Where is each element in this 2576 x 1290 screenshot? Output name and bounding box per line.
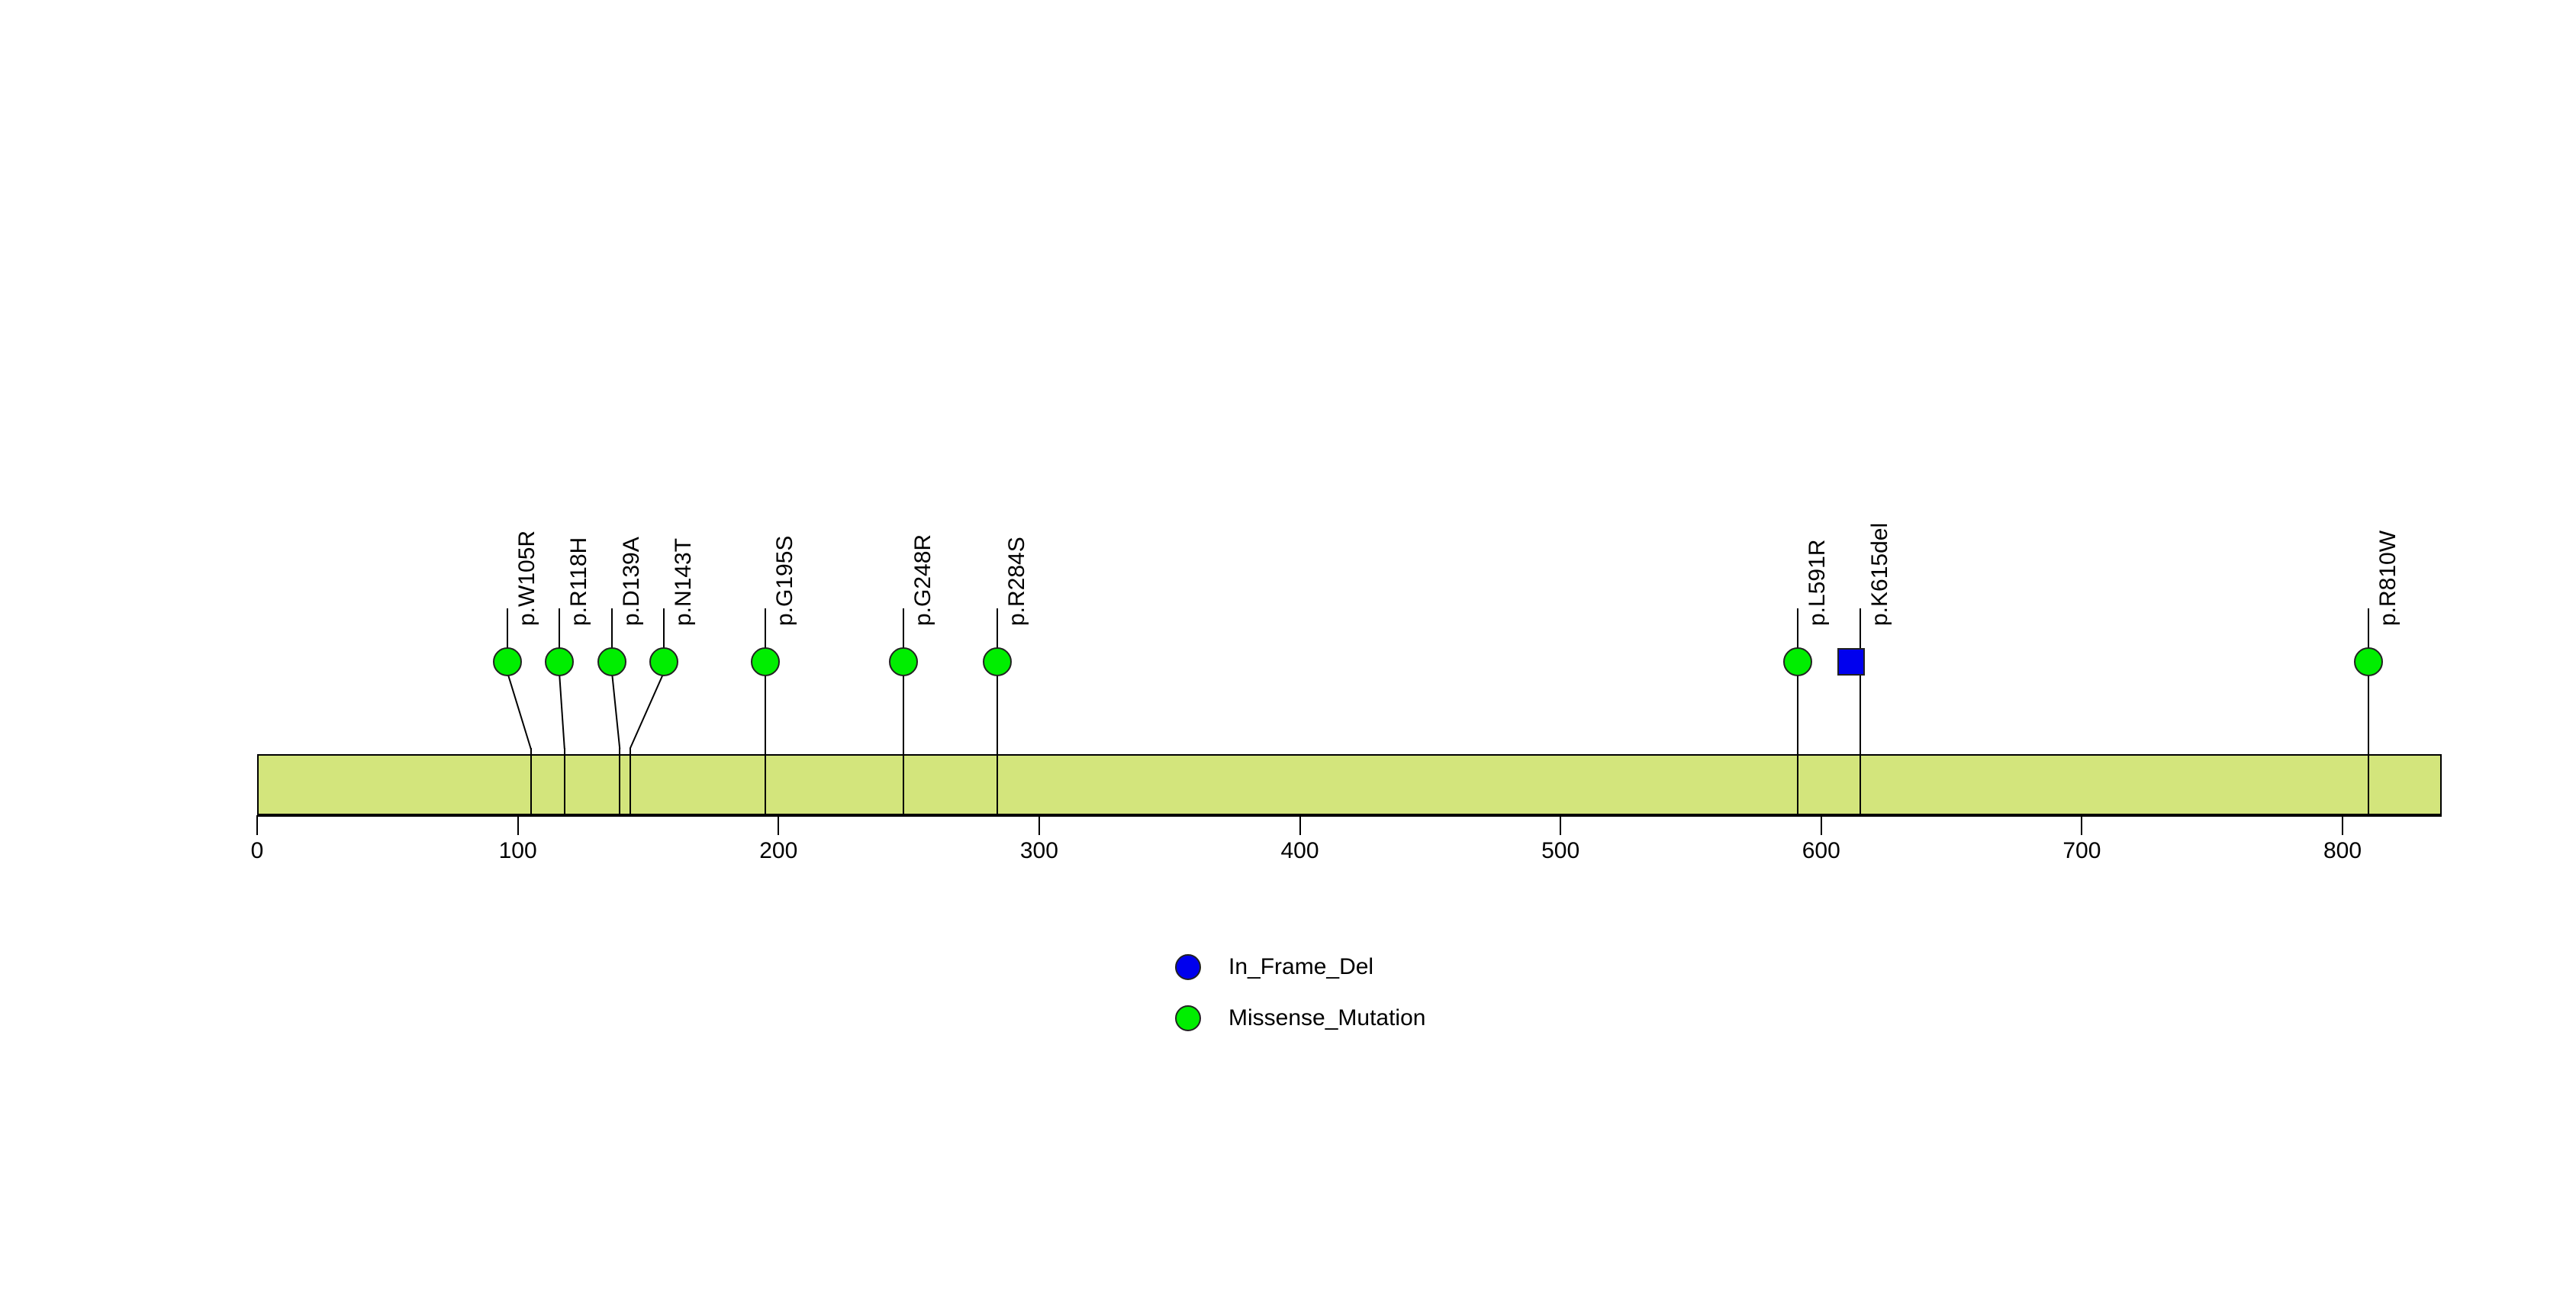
axis-tick [2081, 815, 2083, 835]
axis-tick-label: 0 [250, 838, 264, 863]
axis-tick [1299, 815, 1301, 835]
mutation-marker-pD139A[interactable] [597, 647, 626, 676]
mutation-marker-pR118H[interactable] [545, 647, 575, 676]
protein-backbone-bar[interactable] [257, 754, 2442, 815]
lollipop-stem-upper [610, 608, 613, 672]
mutation-marker-pR810W[interactable] [2354, 647, 2384, 676]
legend-swatch-icon [1175, 1005, 1201, 1031]
legend-swatch-icon [1175, 954, 1201, 980]
lollipop-stem-diagonal [629, 672, 665, 750]
axis-tick-label: 700 [2062, 838, 2101, 863]
mutation-marker-pR284S[interactable] [983, 647, 1013, 676]
axis-tick [778, 815, 780, 835]
axis-tick [2342, 815, 2344, 835]
lollipop-stem-upper [662, 608, 665, 672]
legend-label: In_Frame_Del [1228, 954, 1374, 979]
lollipop-stem-lower [618, 748, 620, 815]
mutation-label: p.D139A [618, 537, 644, 626]
lollipop-stem [903, 608, 905, 815]
lollipop-stem-upper [506, 608, 508, 672]
axis-tick-label: 600 [1802, 838, 1840, 863]
axis-tick [256, 815, 258, 835]
mutation-label: p.K615del [1867, 522, 1893, 626]
lollipop-stem-upper [559, 608, 561, 672]
lollipop-stem-lower [629, 748, 631, 815]
lollipop-stem-diagonal [506, 672, 532, 750]
mutation-marker-pK615del[interactable] [1837, 648, 1866, 676]
mutation-label: p.R118H [566, 537, 592, 626]
mutation-marker-pG248R[interactable] [889, 647, 919, 676]
mutation-marker-pG195S[interactable] [751, 647, 781, 676]
mutation-label: p.W105R [514, 530, 539, 626]
axis-tick-label: 800 [2323, 838, 2362, 863]
axis-tick-label: 300 [1019, 838, 1058, 863]
lollipop-stem [765, 608, 767, 815]
axis-tick [1038, 815, 1040, 835]
mutation-label: p.R810W [2375, 530, 2401, 626]
lollipop-stem [1797, 608, 1799, 815]
axis-tick-label: 200 [759, 838, 798, 863]
axis-baseline [257, 815, 2442, 817]
mutation-label: p.R284S [1004, 537, 1030, 626]
mutation-label: p.G195S [772, 535, 798, 626]
lollipop-stem-diagonal [559, 672, 566, 750]
mutation-marker-pW105R[interactable] [492, 647, 522, 676]
mutation-label: p.L591R [1805, 539, 1831, 626]
lollipop-stem [2368, 608, 2370, 815]
legend-item-in-frame-del[interactable]: In_Frame_Del [1175, 954, 1373, 980]
axis-tick-label: 400 [1280, 838, 1319, 863]
axis-tick [1820, 815, 1822, 835]
lollipop-stem-lower [530, 748, 532, 815]
axis-tick-label: 500 [1541, 838, 1580, 863]
lollipop-stem [1860, 608, 1862, 815]
lollipop-stem [997, 608, 999, 815]
axis-tick-label: 100 [498, 838, 537, 863]
mutation-label: p.G248R [910, 534, 936, 626]
legend-item-missense-mutation[interactable]: Missense_Mutation [1175, 1005, 1425, 1031]
legend-label: Missense_Mutation [1228, 1005, 1426, 1030]
axis-tick [1560, 815, 1562, 835]
lollipop-stem-lower [564, 748, 566, 815]
mutation-marker-pN143T[interactable] [649, 647, 678, 676]
mutation-marker-pL591R[interactable] [1783, 647, 1813, 676]
lollipop-stem-diagonal [610, 672, 620, 750]
axis-tick [517, 815, 519, 835]
mutation-label: p.N143T [670, 537, 696, 626]
